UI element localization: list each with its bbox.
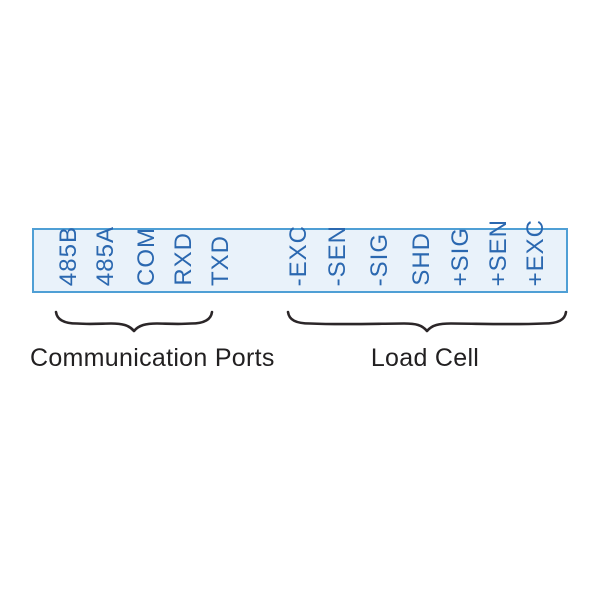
communication-ports-label: Communication Ports — [30, 344, 275, 372]
terminal-plus-sig: +SIG — [447, 226, 474, 286]
load-cell-label: Load Cell — [370, 344, 480, 372]
terminal-plus-exc: +EXC — [522, 218, 549, 286]
terminal-block: 485B 485A COM RXD TXD -EXC -SEN -SIG SHD… — [32, 219, 568, 293]
terminal-485b: 485B — [55, 225, 82, 286]
brace-communication-ports — [54, 310, 214, 333]
terminal-plus-sen: +SEN — [485, 218, 512, 286]
terminal-rxd: RXD — [170, 232, 197, 286]
terminal-485a: 485A — [92, 225, 119, 286]
terminal-minus-sen: -SEN — [324, 224, 351, 286]
terminal-com: COM — [133, 227, 160, 286]
terminal-txd: TXD — [207, 235, 234, 286]
terminal-minus-sig: -SIG — [366, 232, 393, 286]
brace-load-cell — [286, 310, 568, 333]
terminal-shd: SHD — [408, 232, 435, 286]
terminal-minus-exc: -EXC — [285, 224, 312, 286]
